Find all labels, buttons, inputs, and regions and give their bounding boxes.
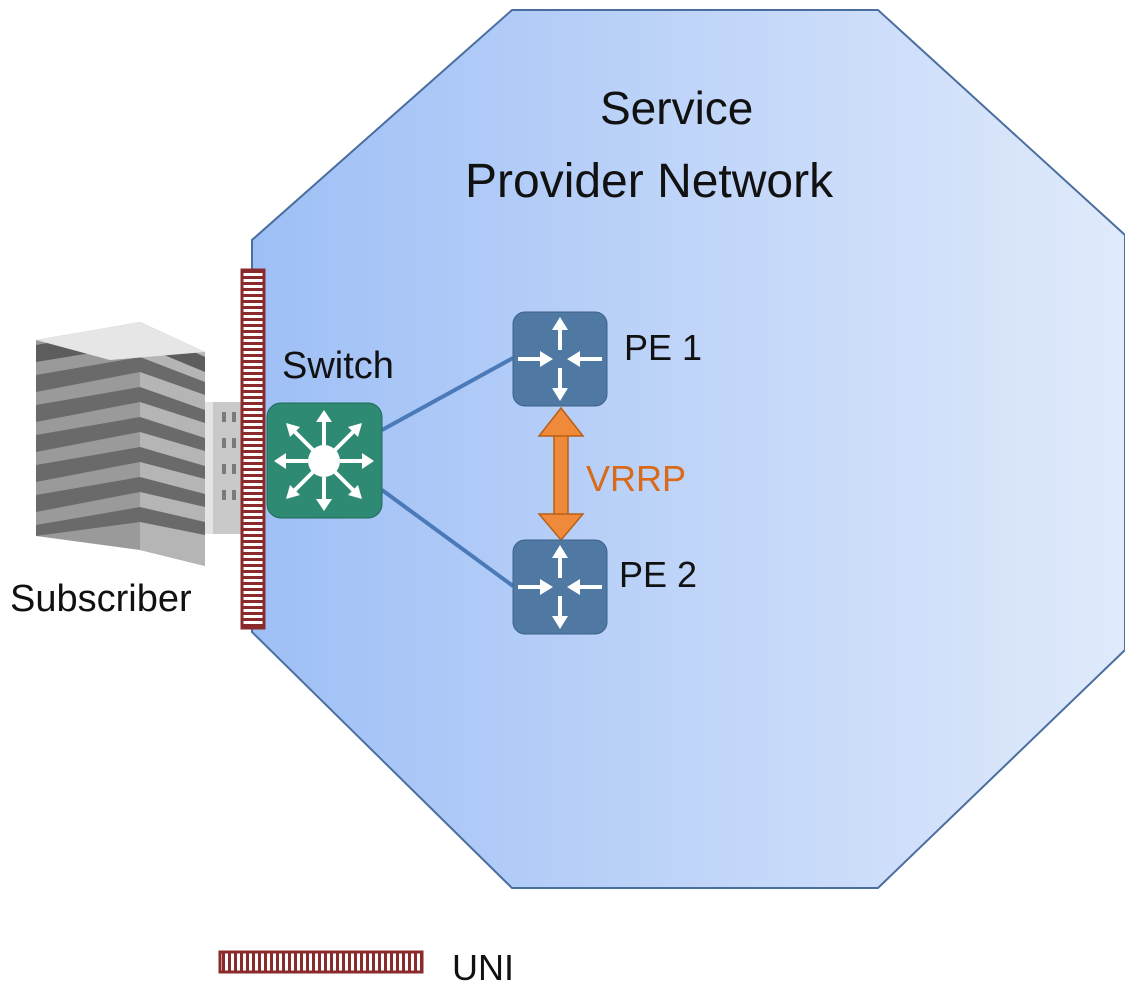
pe2-label: PE 2 — [619, 554, 698, 595]
switch-label: Switch — [282, 345, 394, 387]
network-title-line2: Provider Network — [465, 155, 834, 208]
subscriber-label: Subscriber — [10, 578, 192, 620]
link-switch-pe2 — [380, 488, 515, 588]
pe2-router-icon — [512, 539, 608, 635]
subscriber-building-icon — [36, 322, 247, 566]
legend-uni-swatch — [218, 950, 424, 974]
network-title-line1: Service — [600, 82, 754, 134]
vrrp-label: VRRP — [586, 458, 687, 499]
vrrp-arrow — [537, 406, 585, 542]
pe1-router-icon — [512, 311, 608, 407]
link-switch-pe1 — [381, 356, 514, 432]
uni-interface-bar — [240, 268, 266, 630]
switch-icon — [266, 402, 383, 519]
legend-uni-label: UNI — [452, 947, 514, 988]
pe1-label: PE 1 — [624, 327, 703, 368]
service-provider-network-region — [251, 9, 1125, 889]
